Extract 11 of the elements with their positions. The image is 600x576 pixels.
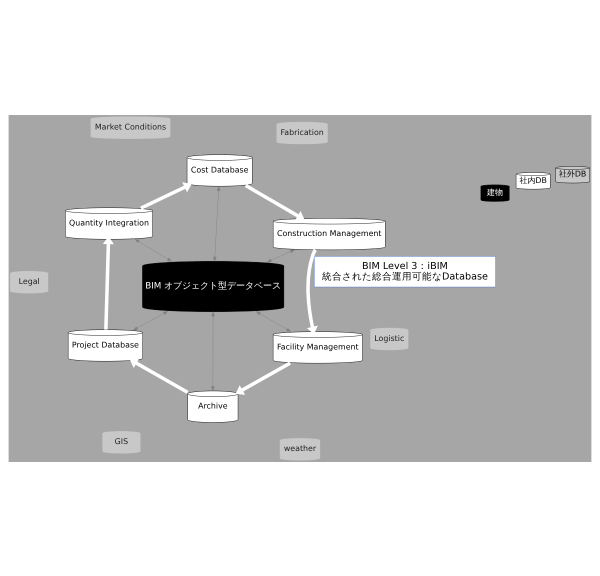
arrow bbox=[236, 361, 291, 394]
arrow bbox=[134, 238, 172, 262]
arrow bbox=[306, 248, 318, 334]
node-box: BIM Level 3：iBIM 統合された総合運用可能なDatabase bbox=[314, 256, 496, 287]
arrow bbox=[133, 310, 168, 330]
arrow bbox=[213, 186, 220, 262]
arrow bbox=[266, 248, 295, 262]
arrow bbox=[256, 310, 292, 332]
arrow bbox=[244, 184, 305, 220]
arrow bbox=[130, 358, 189, 394]
arrow bbox=[140, 182, 192, 210]
